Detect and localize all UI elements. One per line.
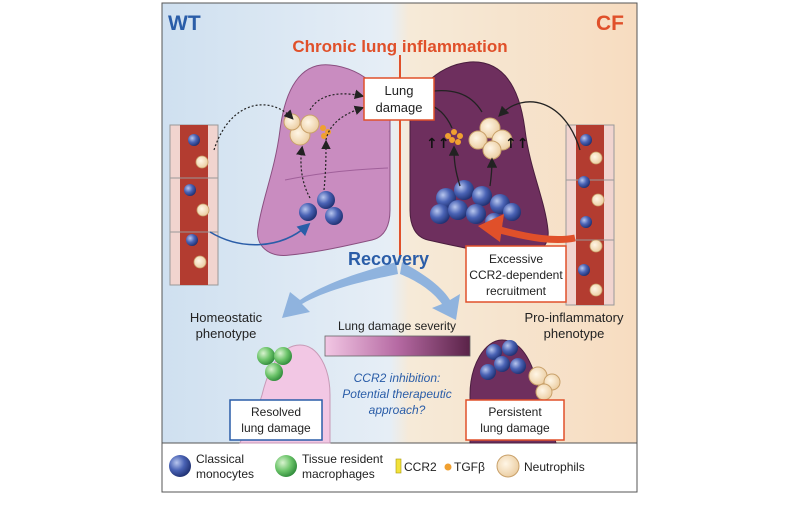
persistent-line1: Persistent: [488, 405, 542, 419]
lung-damage-line2: damage: [376, 100, 423, 115]
resolved-line1: Resolved: [251, 405, 301, 419]
legend-macrophage-icon: [275, 455, 297, 477]
persistent-line2: lung damage: [480, 421, 550, 435]
pro-inflammatory-line1: Pro-inflammatory: [525, 310, 624, 325]
legend-ccr2-icon: [395, 458, 402, 474]
recovery-arrow-left: [282, 262, 398, 318]
wt-recruitment-arrow: [209, 222, 311, 246]
recovery-arrow-right: [400, 262, 460, 320]
ccr2-question-line3: approach?: [369, 403, 426, 417]
resolved-box: [229, 399, 323, 441]
excessive-line3: recruitment: [486, 284, 547, 298]
wt-signal-arrows: [213, 89, 365, 199]
pro-inflammatory-line2: phenotype: [544, 326, 605, 341]
legend-tgfb-icon: [444, 463, 452, 471]
resolved-line2: lung damage: [241, 421, 311, 435]
cf-lung-cells: [430, 117, 521, 231]
legend: Classical monocytes Tissue resident macr…: [169, 452, 585, 481]
lung-damage-box: [363, 77, 435, 121]
wt-label: WT: [168, 12, 201, 35]
legend-classical-line2: monocytes: [196, 467, 254, 481]
cf-vessel-cells: [578, 134, 605, 297]
legend-tgfb-label: TGFβ: [454, 460, 485, 474]
cf-bottom-cells: [480, 340, 561, 401]
wt-vessel-cells: [184, 134, 210, 269]
persistent-box: [465, 399, 565, 441]
legend-tissue-line2: macrophages: [302, 467, 375, 481]
recovery-label: Recovery: [348, 249, 429, 269]
cf-label: CF: [596, 12, 624, 35]
excessive-recruitment-box: [465, 245, 567, 303]
ccr2-question-line2: Potential therapeutic: [342, 387, 451, 401]
legend-ccr2-label: CCR2: [404, 460, 437, 474]
cf-recruitment-arrow: [499, 226, 576, 244]
excessive-line2: CCR2-dependent: [469, 268, 563, 282]
homeostatic-line1: Homeostatic: [190, 310, 263, 325]
legend-neutrophils-label: Neutrophils: [524, 460, 585, 474]
legend-monocyte-icon: [169, 455, 191, 477]
wt-bottom-macrophages: [257, 347, 292, 381]
legend-classical-line1: Classical: [196, 452, 244, 466]
severity-label: Lung damage severity: [338, 319, 456, 333]
ccr2-question-line1: CCR2 inhibition:: [354, 371, 441, 385]
diagram-title: Chronic lung inflammation: [292, 37, 507, 56]
legend-tissue-line1: Tissue resident: [302, 452, 384, 466]
lung-damage-line1: Lung: [385, 83, 414, 98]
cf-recruitment-arrowhead: [478, 214, 504, 242]
excessive-line1: Excessive: [489, 252, 543, 266]
severity-gradient-bar: [324, 335, 471, 357]
homeostatic-line2: phenotype: [196, 326, 257, 341]
cf-increase-arrows-left: ↑↑: [426, 136, 449, 152]
wt-lung-cells: [283, 113, 343, 225]
legend-neutrophil-icon: [496, 454, 520, 478]
cf-increase-arrows-right: ↑↑: [505, 136, 528, 152]
wt-lung-lobe-line: [284, 167, 389, 181]
cf-blood-vessel: [565, 124, 615, 306]
